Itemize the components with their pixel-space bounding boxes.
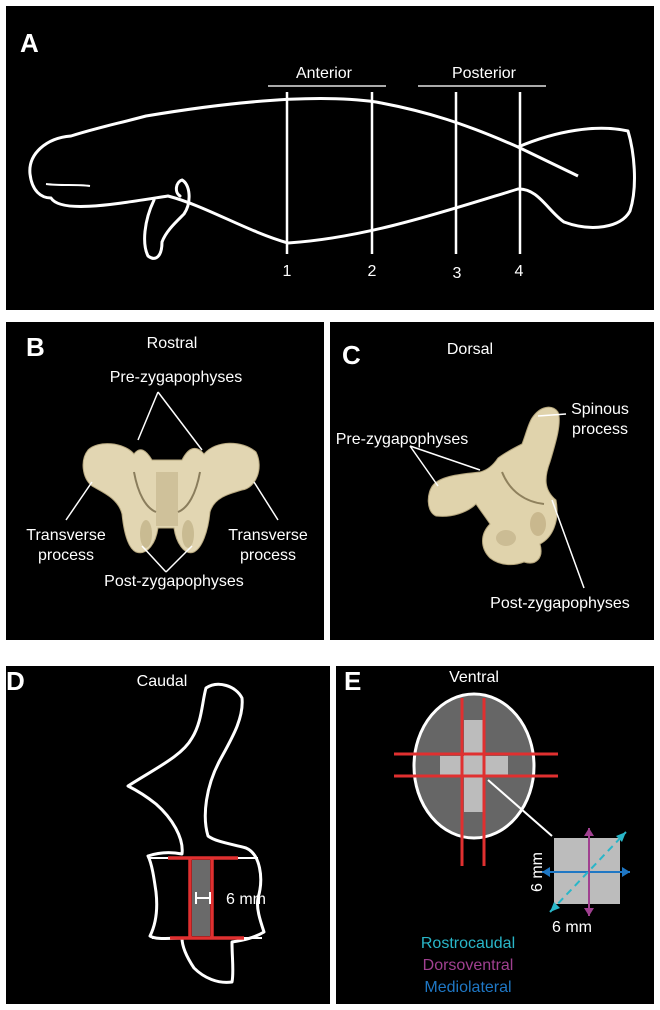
- rostral-view-label: Rostral: [147, 335, 198, 352]
- section-label-4: 4: [515, 263, 524, 280]
- transverse-process-left-label-2: process: [38, 547, 94, 564]
- panel-c: C Dorsal Spinous process Pre-zygapophyse…: [330, 322, 654, 640]
- pre-zygapophyses-label-b: Pre-zygapophyses: [110, 369, 243, 386]
- post-zygapophyses-label-b: Post-zygapophyses: [104, 573, 244, 590]
- legend-rostrocaudal: Rostrocaudal: [421, 935, 515, 952]
- rostral-vertebra-figure: B Rostral Pre-zygapophyses Transverse pr…: [6, 322, 324, 640]
- transverse-process-left-label-1: Transverse: [26, 527, 106, 544]
- panel-e: E Ventral: [336, 666, 654, 1004]
- ventral-view-label: Ventral: [449, 669, 499, 686]
- panel-c-letter: C: [342, 340, 361, 370]
- pre-zygapophyses-label-c: Pre-zygapophyses: [336, 431, 469, 448]
- section-label-1: 1: [283, 263, 292, 280]
- manatee-flipper: [145, 180, 189, 258]
- tail-line: [518, 147, 578, 176]
- axis-legend: Rostrocaudal Dorsoventral Mediolateral: [421, 935, 515, 996]
- panel-b-letter: B: [26, 332, 45, 362]
- transverse-process-right-label-2: process: [240, 547, 296, 564]
- caudal-sample-figure: D Caudal 6 mm: [6, 666, 330, 1004]
- panel-e-letter: E: [344, 666, 361, 696]
- section-label-2: 2: [368, 263, 377, 280]
- manatee-outline-figure: A Anterior Posterior 1 2 3 4: [6, 6, 654, 310]
- dorsal-vertebra-figure: C Dorsal Spinous process Pre-zygapophyse…: [330, 322, 654, 640]
- section-label-3: 3: [453, 265, 462, 282]
- transverse-process-right-label-1: Transverse: [228, 527, 308, 544]
- measure-label-d: 6 mm: [226, 891, 266, 908]
- manatee-mouth: [46, 184, 90, 186]
- spinous-process-label-1: Spinous: [571, 401, 629, 418]
- legend-mediolateral: Mediolateral: [424, 979, 511, 996]
- spinous-process-label-2: process: [572, 421, 628, 438]
- panel-d: D Caudal 6 mm: [6, 666, 330, 1004]
- measure-horizontal-label-e: 6 mm: [552, 919, 592, 936]
- panel-d-letter: D: [6, 666, 25, 696]
- posterior-label: Posterior: [452, 65, 517, 82]
- panel-b: B Rostral Pre-zygapophyses Transverse pr…: [6, 322, 324, 640]
- ventral-sample-figure: E Ventral: [336, 666, 654, 1004]
- anterior-label: Anterior: [296, 65, 353, 82]
- legend-dorsoventral: Dorsoventral: [423, 957, 514, 974]
- post-zygapophyses-label-c: Post-zygapophyses: [490, 595, 630, 612]
- dorsal-view-label: Dorsal: [447, 341, 493, 358]
- panel-a-letter: A: [20, 28, 39, 58]
- panel-a: A Anterior Posterior 1 2 3 4: [6, 6, 654, 310]
- measure-vertical-label-e: 6 mm: [529, 852, 546, 892]
- caudal-view-label: Caudal: [137, 673, 188, 690]
- manatee-body-outline: [30, 99, 635, 243]
